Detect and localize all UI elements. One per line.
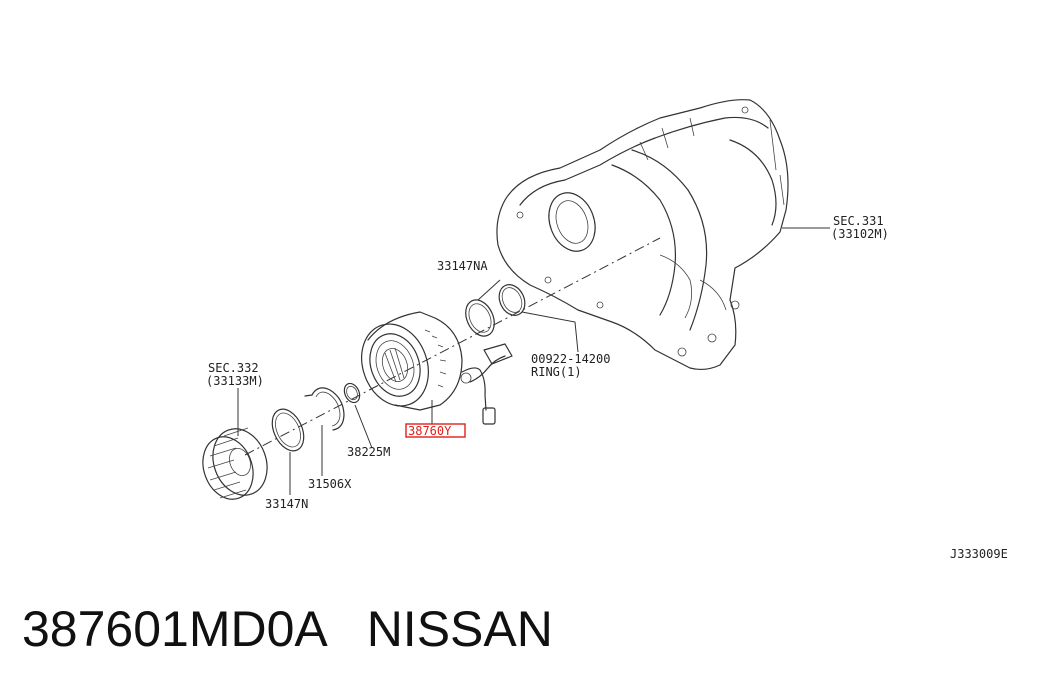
sprocket-gear-sec332 xyxy=(202,427,268,500)
label-33147N: 33147N xyxy=(265,497,308,511)
figure-code: J333009E xyxy=(950,547,1008,561)
ring-00922-14200 xyxy=(498,284,526,316)
label-sec332-line1: SEC.332 xyxy=(208,361,259,375)
leader-33147NA xyxy=(477,279,501,301)
highlight-box-38760Y xyxy=(405,423,466,438)
snap-ring-31506X xyxy=(304,387,345,431)
transfer-case-housing xyxy=(496,99,789,371)
ring-33147NA xyxy=(465,299,495,337)
leader-00922 xyxy=(521,311,579,353)
label-33147NA: 33147NA xyxy=(437,259,488,273)
part-caption: 387601MD0A NISSAN xyxy=(22,596,553,662)
label-sec332-line2: (33133M) xyxy=(206,374,264,388)
label-00922-line1: 00922-14200 xyxy=(531,352,610,366)
ring-33147N xyxy=(271,408,305,452)
leader-38225M xyxy=(354,404,373,449)
label-00922-line2: RING(1) xyxy=(531,365,582,379)
label-sec331-line2: (33102M) xyxy=(831,227,889,241)
label-38760Y: 38760Y xyxy=(408,424,452,438)
brand-name: NISSAN xyxy=(366,601,553,657)
part-number: 387601MD0A xyxy=(22,601,326,657)
seal-38225M xyxy=(343,382,361,404)
assembly-axis-line xyxy=(244,237,661,456)
actuator-assembly-38760Y xyxy=(361,311,513,425)
label-sec331-line1: SEC.331 xyxy=(833,214,884,228)
label-38225M: 38225M xyxy=(347,445,390,459)
label-31506X: 31506X xyxy=(308,477,352,491)
exploded-parts-diagram: SEC.331 (33102M) 00922-14200 RING(1) 331… xyxy=(202,99,1008,561)
